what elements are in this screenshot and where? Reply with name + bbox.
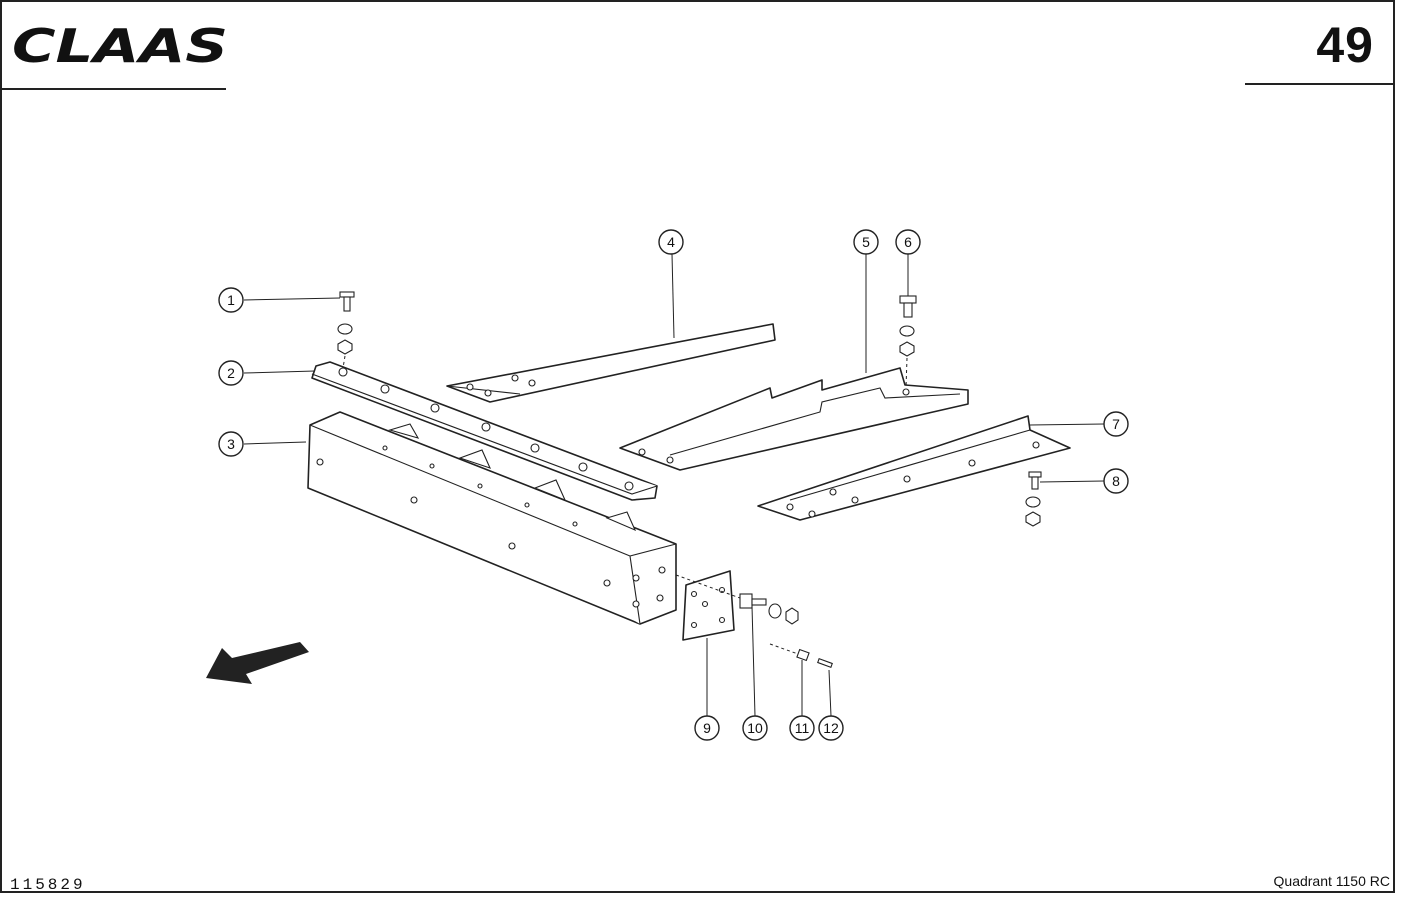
svg-text:3: 3	[227, 436, 235, 452]
callout-11: 11	[789, 715, 815, 741]
page-number: 49	[1316, 17, 1374, 73]
part-1-bolt	[337, 291, 355, 369]
part-8-bolt	[1025, 471, 1042, 527]
callout-9: 9	[694, 715, 720, 741]
svg-text:1: 1	[227, 292, 235, 308]
svg-text:9: 9	[703, 720, 711, 736]
model-name: Quadrant 1150 RC	[1273, 873, 1390, 889]
part-6-bolt	[899, 295, 917, 389]
callout-8: 8	[1103, 468, 1129, 494]
part-4-bar	[446, 323, 776, 403]
part-5-serrated-bar	[619, 367, 969, 471]
drawing-id: 115829	[10, 876, 86, 894]
part-10-bolt	[675, 574, 799, 625]
callout-12: 12	[818, 715, 844, 741]
svg-text:2: 2	[227, 365, 235, 381]
part-2-strip	[311, 361, 658, 501]
part-12-pin	[817, 658, 833, 668]
callout-4: 4	[658, 229, 684, 255]
callout-1: 1	[218, 287, 244, 313]
svg-text:6: 6	[904, 234, 912, 250]
part-7-bar	[757, 415, 1071, 521]
claas-logo-icon: CLAAS	[12, 22, 228, 68]
callout-3: 3	[218, 431, 244, 457]
svg-text:7: 7	[1112, 416, 1120, 432]
part-3-beam	[307, 411, 677, 625]
part-11-sleeve	[769, 643, 810, 662]
svg-text:10: 10	[747, 720, 763, 736]
header-rule-right	[1245, 83, 1395, 85]
callout-5: 5	[853, 229, 879, 255]
svg-text:4: 4	[667, 234, 675, 250]
brand-logo: CLAAS	[10, 22, 232, 68]
callout-10: 10	[742, 715, 768, 741]
callout-7: 7	[1103, 411, 1129, 437]
callout-6: 6	[895, 229, 921, 255]
arrow-down-left-icon	[206, 642, 309, 684]
header-rule-left	[0, 88, 226, 90]
svg-text:12: 12	[823, 720, 839, 736]
part-9-plate	[682, 570, 735, 641]
svg-text:11: 11	[795, 720, 810, 736]
svg-text:8: 8	[1112, 473, 1120, 489]
callout-2: 2	[218, 360, 244, 386]
svg-text:CLAAS: CLAAS	[12, 22, 228, 68]
svg-text:5: 5	[862, 234, 870, 250]
